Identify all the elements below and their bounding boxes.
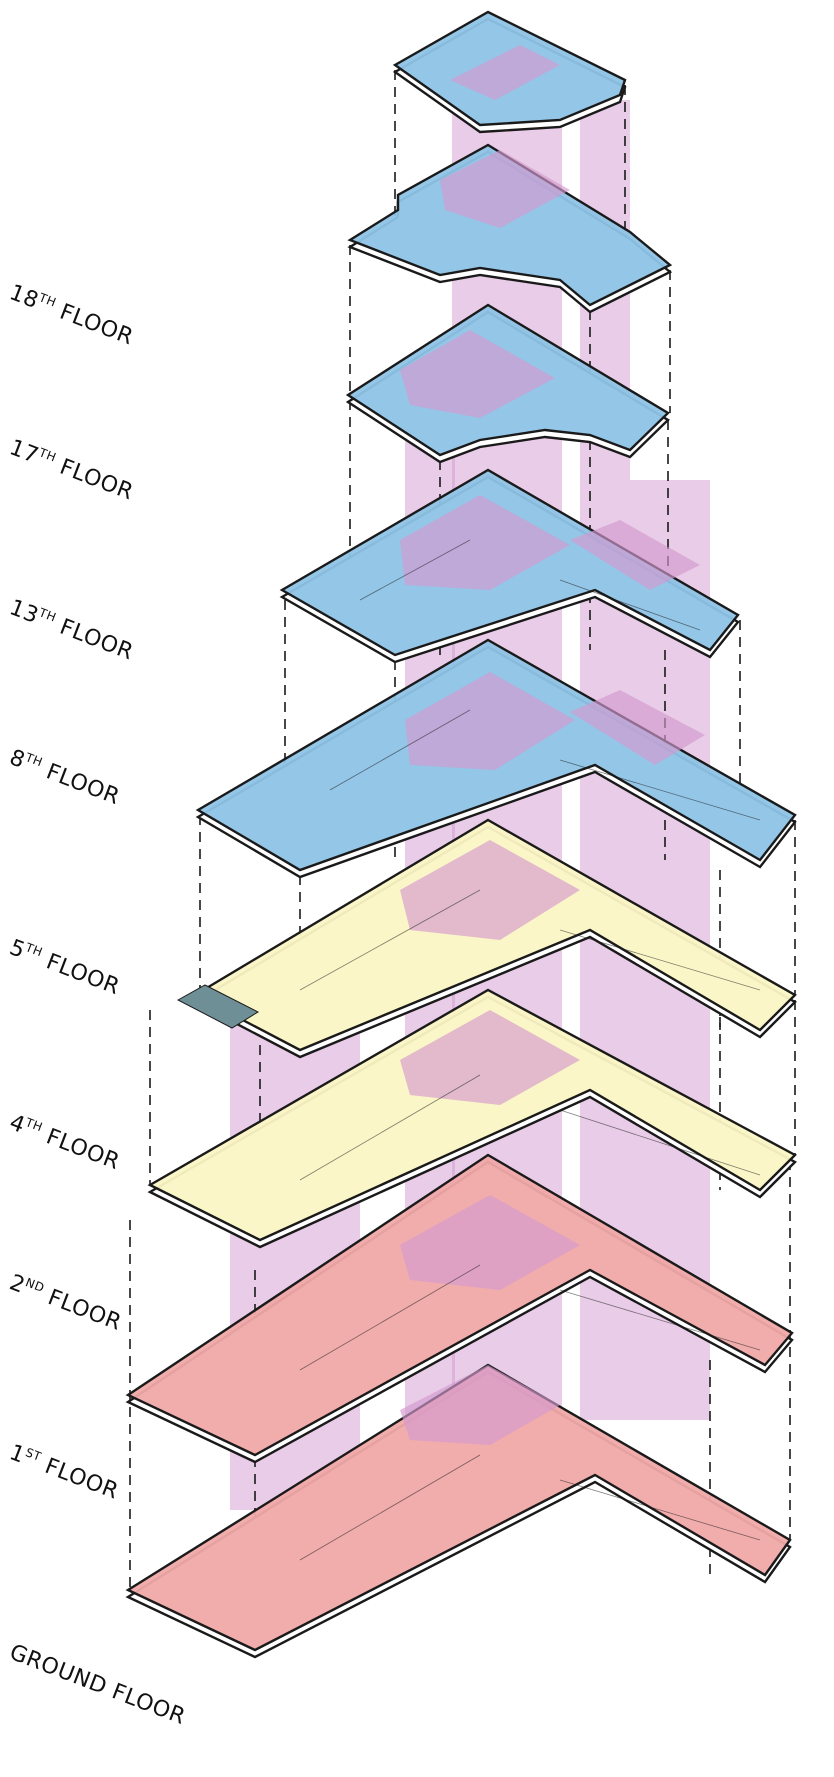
program-zone-13th [400,330,555,418]
program-zone-1st [400,1365,560,1445]
slab-1st [125,1153,794,1457]
partition-line-7 [559,1479,761,1541]
program-zone-4th-a [400,840,580,940]
partition-line-10 [359,539,471,601]
partition-line-11 [559,579,701,631]
partition-line-4 [559,1109,761,1176]
partition-line-2 [299,1264,481,1371]
partition-line-3 [299,1454,481,1561]
partition-line-1 [299,1074,481,1181]
partition-line-6 [559,1289,761,1351]
program-zone-4th-b [400,1010,580,1105]
program-zone-17th [440,150,570,228]
partition-line-0 [299,889,481,991]
program-zone-5th-a [405,672,575,770]
slab-17th [347,143,673,307]
program-zone-2nd [400,1195,580,1290]
partition-line-5 [559,929,761,991]
partition-line-9 [559,759,761,821]
partition-line-8 [329,709,471,791]
slab-2nd [147,988,797,1242]
program-zone-8th-b [570,520,700,590]
pool-rect [176,984,260,1029]
program-zone-5th-b [570,690,705,765]
program-zone-18th [450,45,560,100]
program-zone-8th-a [400,495,570,590]
